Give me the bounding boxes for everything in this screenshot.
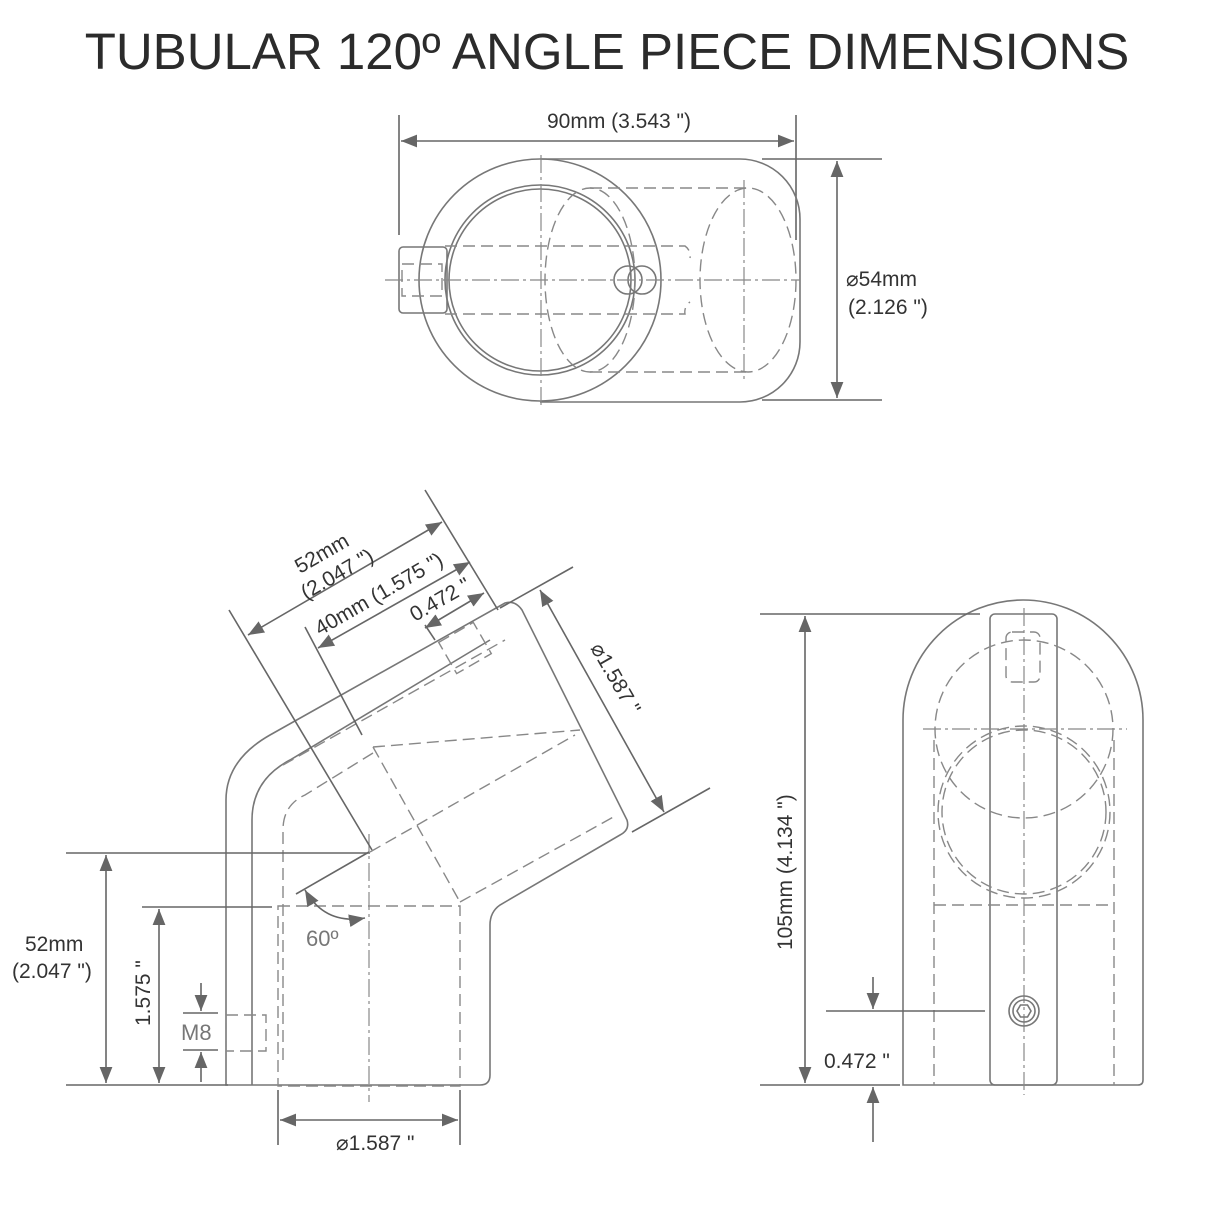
socket-height-label: 1.575 " xyxy=(132,960,155,1026)
height-label: 52mm xyxy=(25,933,83,956)
base-diameter-label: ⌀1.587 " xyxy=(336,1132,414,1155)
angle-label: 60º xyxy=(306,926,339,951)
top-diameter-label: ⌀54mm xyxy=(846,268,917,291)
top-view: ⌀54mm (2.126 ") 90mm (3.543 ") xyxy=(385,110,928,408)
arm-diameter-label: ⌀1.587 " xyxy=(586,639,645,718)
front-height-label: 105mm (4.134 ") xyxy=(774,794,797,950)
screw-size-label: M8 xyxy=(181,1020,212,1045)
top-diameter-label-inch: (2.126 ") xyxy=(848,296,928,319)
top-width-label: 90mm (3.543 ") xyxy=(547,110,691,133)
side-view: 60º 52mm (2.047 ") 40mm (1.575 ") 0.472 … xyxy=(12,489,711,1155)
page-title: TUBULAR 120º ANGLE PIECE DIMENSIONS xyxy=(84,23,1130,80)
front-view: 105mm (4.134 ") 0.472 " xyxy=(760,599,1144,1142)
front-screw-offset-label: 0.472 " xyxy=(824,1050,890,1073)
height-label-inch: (2.047 ") xyxy=(12,960,92,983)
